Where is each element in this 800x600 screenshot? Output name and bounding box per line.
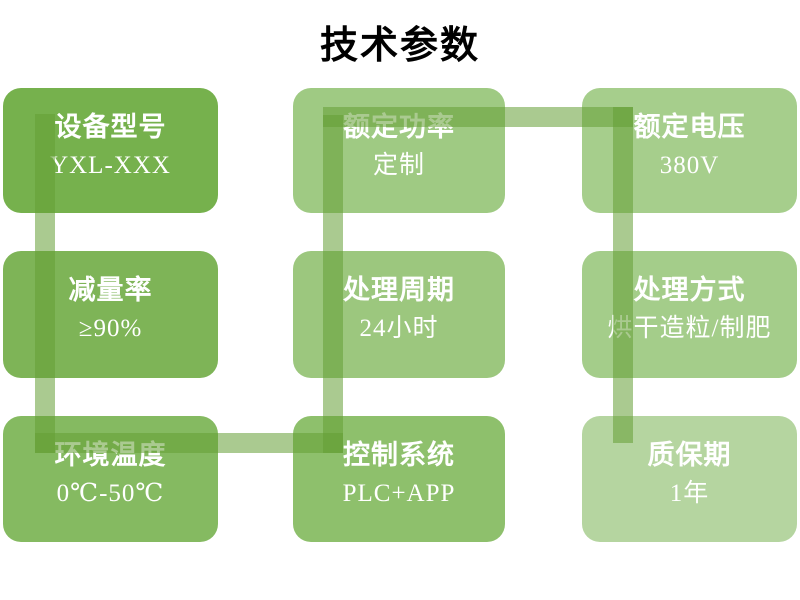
connector-segment-col1-down xyxy=(35,114,55,453)
box-value: 0℃-50℃ xyxy=(56,480,165,507)
box-value: PLC+APP xyxy=(342,480,456,507)
box-value: YXL-XXX xyxy=(50,152,171,179)
connector-segment-col3-down xyxy=(613,107,633,443)
connector-segment-col2-up xyxy=(323,115,343,453)
connector-segment-bottom-right xyxy=(35,433,343,453)
box-label: 额定电压 xyxy=(633,112,746,142)
box-value: ≥90% xyxy=(78,315,143,342)
box-value: 24小时 xyxy=(359,315,439,342)
box-label: 设备型号 xyxy=(54,112,167,142)
box-label: 减量率 xyxy=(68,275,153,305)
box-value: 烘干造粒/制肥 xyxy=(607,315,772,342)
box-label: 控制系统 xyxy=(343,440,455,470)
box-label: 处理方式 xyxy=(633,275,746,305)
box-label: 质保期 xyxy=(647,440,732,470)
box-label: 处理周期 xyxy=(343,275,455,305)
slide-title: 技术参数 xyxy=(319,25,480,67)
connector-segment-top-right xyxy=(323,107,633,127)
box-value: 1年 xyxy=(669,480,710,507)
box-value: 380V xyxy=(659,152,720,179)
box-value: 定制 xyxy=(372,152,425,179)
